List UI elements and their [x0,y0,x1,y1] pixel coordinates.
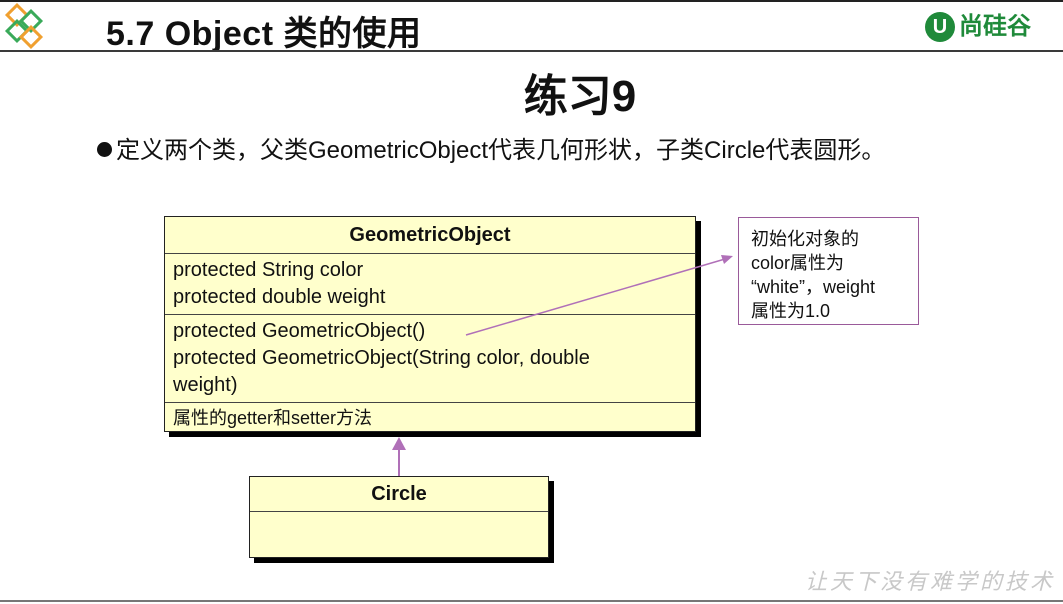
constructor-item: weight) [173,374,238,396]
fields-section: protected String color protected double … [165,253,695,314]
class-circle: Circle [249,476,549,558]
brand-mark: U [932,16,948,38]
field-item: protected double weight [173,286,386,308]
brand-name: 尚硅谷 [959,13,1031,40]
constructor-item: protected GeometricObject() [173,320,426,342]
methods-section: 属性的getter和setter方法 [165,402,695,432]
class-geometricobject: GeometricObject protected String color p… [164,216,696,432]
page-title: 5.7 Object 类的使用 [106,15,422,53]
class-name: Circle [371,483,427,505]
field-item: protected String color [173,259,364,281]
footer-divider [0,600,1063,602]
bullet-text: 定义两个类，父类GeometricObject代表几何形状，子类Circle代表… [116,137,886,164]
footer-watermark: 让天下没有难学的技术 [805,570,1056,595]
header-divider [0,50,1063,52]
note-line: 初始化对象的 [751,229,859,249]
note-pointer-line [465,258,726,336]
note-pointer-arrowhead-icon [721,255,733,264]
class-name: GeometricObject [349,224,511,246]
bullet-dot-icon [97,142,112,157]
constructors-section: protected GeometricObject() protected Ge… [165,314,695,402]
brand-logo: U 尚硅谷 [925,10,1050,46]
empty-section [250,511,548,556]
top-border [0,0,1063,2]
note-line: 属性为1.0 [751,301,831,321]
method-item: 属性的getter和setter方法 [173,408,373,428]
logo-diamonds-icon [4,2,44,50]
annotation-note: 初始化对象的 color属性为 “white”，weight 属性为1.0 [738,217,919,325]
note-line: “white”，weight [751,277,876,297]
exercise-heading: 练习9 [523,72,637,121]
inheritance-arrowhead-icon [392,437,406,450]
brand-icon [925,12,955,42]
note-line: color属性为 [751,253,845,273]
constructor-item: protected GeometricObject(String color, … [173,347,590,369]
bullet-item: 定义两个类，父类GeometricObject代表几何形状，子类Circle代表… [97,130,885,165]
